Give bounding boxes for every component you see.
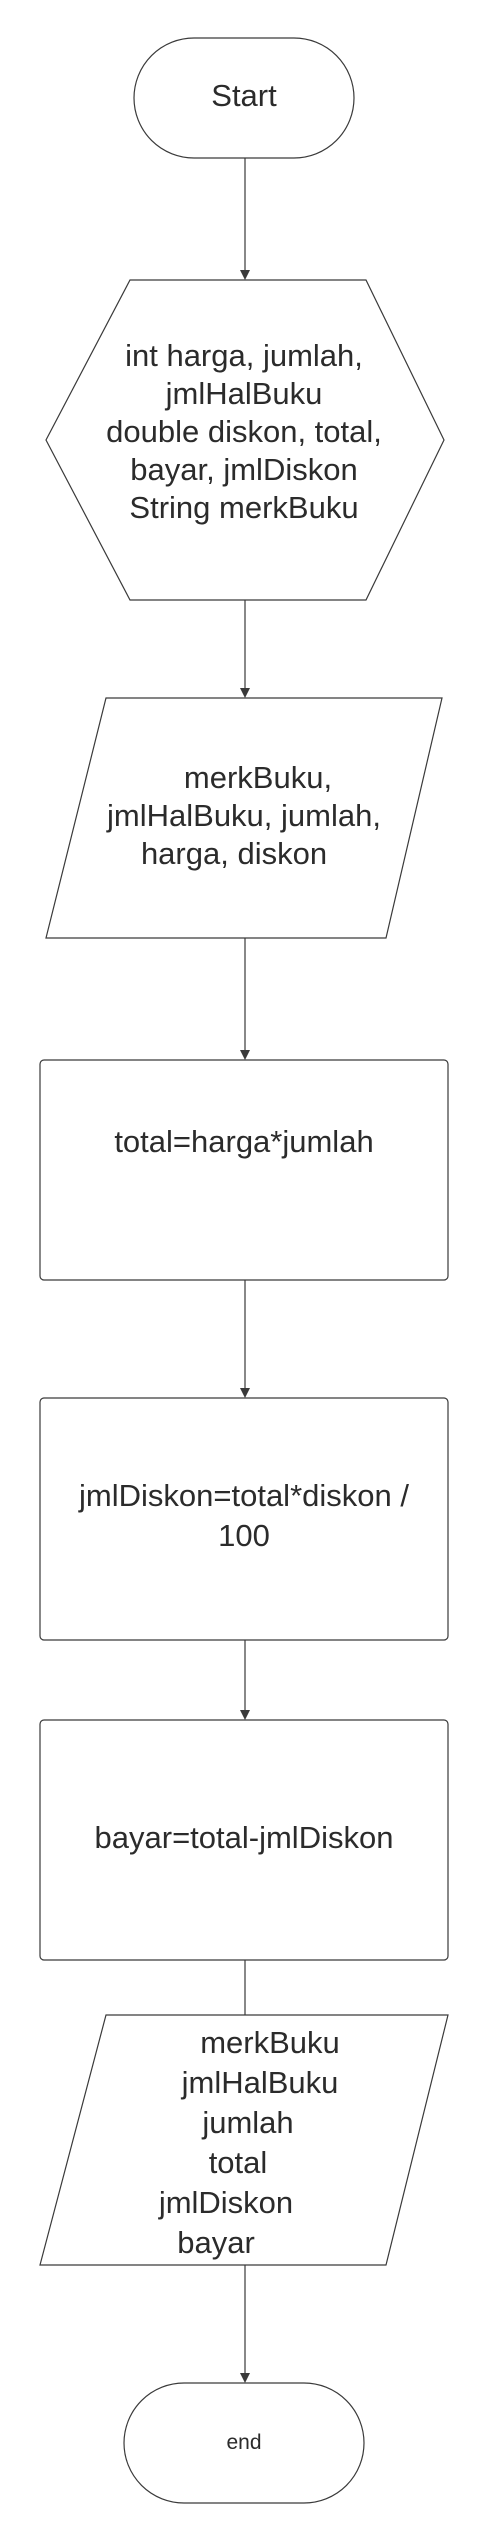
arrowhead-bayar	[240, 1710, 250, 1720]
start-terminator: Start	[133, 37, 355, 159]
declaration-shape	[45, 279, 445, 601]
end-shape	[123, 2382, 365, 2504]
declaration-line-5: String merkBuku	[129, 490, 358, 525]
process-diskon-shape	[39, 1397, 449, 1641]
process-diskon-line-1: jmlDiskon=total*diskon /	[78, 1478, 409, 1513]
output-line-3: jumlah	[201, 2105, 293, 2140]
output-line-4: total	[209, 2145, 268, 2180]
process-total-label: total=harga*jumlah	[114, 1124, 373, 1159]
declaration-hexagon: int harga, jumlah, jmlHalBuku double dis…	[45, 279, 445, 601]
input-line-1: merkBuku,	[184, 760, 332, 795]
input-shape	[45, 697, 443, 939]
end-terminator: end	[123, 2382, 365, 2504]
output-line-5: jmlDiskon	[158, 2185, 293, 2220]
input-line-2: jmlHalBuku, jumlah,	[106, 798, 381, 833]
process-bayar-label: bayar=total-jmlDiskon	[95, 1820, 394, 1855]
process-total-shape	[39, 1059, 449, 1281]
arrowhead-diskon	[240, 1388, 250, 1398]
declaration-line-3: double diskon, total,	[106, 414, 382, 449]
arrowhead-end	[240, 2373, 250, 2383]
output-shape	[39, 2014, 449, 2266]
end-label: end	[226, 2431, 261, 2454]
arrowhead-total	[240, 1050, 250, 1060]
output-line-1: merkBuku	[200, 2025, 340, 2060]
process-diskon-line-2: 100	[218, 1518, 270, 1553]
output-line-2: jmlHalBuku	[181, 2065, 339, 2100]
start-label: Start	[211, 78, 277, 113]
input-line-3: harga, diskon	[141, 836, 327, 871]
output-parallelogram: merkBuku jmlHalBuku jumlah total jmlDisk…	[39, 2014, 449, 2266]
connectors	[240, 158, 250, 2383]
process-bayar-shape	[39, 1719, 449, 1961]
declaration-line-2: jmlHalBuku	[165, 376, 323, 411]
declaration-line-4: bayar, jmlDiskon	[130, 452, 357, 487]
process-total: total=harga*jumlah	[39, 1059, 449, 1281]
output-line-6: bayar	[177, 2225, 255, 2260]
process-bayar: bayar=total-jmlDiskon	[39, 1719, 449, 1961]
input-parallelogram: merkBuku, jmlHalBuku, jumlah, harga, dis…	[45, 697, 443, 939]
process-diskon: jmlDiskon=total*diskon / 100	[39, 1397, 449, 1641]
arrowhead-input	[240, 688, 250, 698]
start-shape	[133, 37, 355, 159]
arrowhead-declare	[240, 270, 250, 280]
declaration-line-1: int harga, jumlah,	[125, 338, 363, 373]
